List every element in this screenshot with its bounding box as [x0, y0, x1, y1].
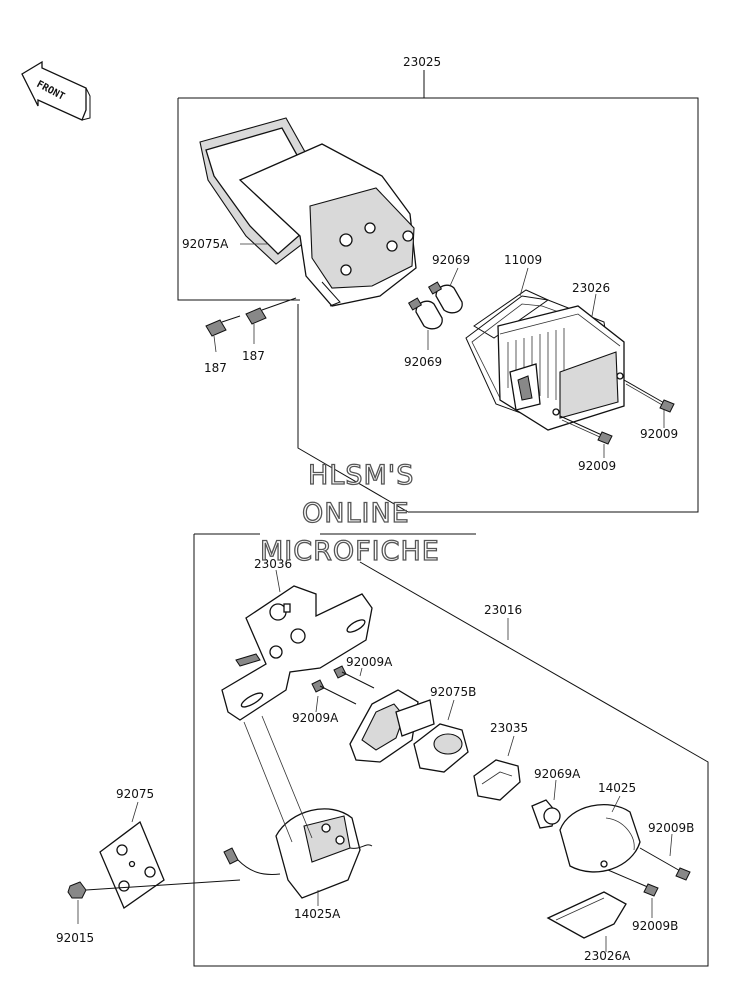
label-23026: 23026 — [572, 281, 610, 295]
clip-23035: 23035 — [473, 721, 528, 801]
label-92009B-lower: 92009B — [632, 919, 678, 933]
watermark-line3: MICROFICHE — [260, 536, 440, 567]
lens-23026: 23026 — [497, 281, 625, 431]
label-23036: 23036 — [254, 557, 292, 571]
bulb-92069-lower: 92069 — [404, 297, 443, 369]
upper-assembly-number: 23025 — [403, 55, 441, 69]
screw-92009A-lower: 92009A — [292, 679, 357, 725]
upper-assembly-box: 23025 — [177, 55, 699, 513]
screw-92009B-lower: 92009B — [607, 869, 678, 933]
socket-92075B: 92075B — [413, 685, 476, 773]
bracket-23036: 23036 — [221, 557, 373, 721]
label-92009-right: 92009 — [640, 427, 678, 441]
socket-base — [349, 689, 435, 763]
lens-14025: 14025 — [559, 781, 641, 873]
housing-14025A: 14025A — [223, 808, 373, 921]
label-14025: 14025 — [598, 781, 636, 795]
watermark-line1: HLSM'S — [308, 460, 414, 491]
label-92009A-upper: 92009A — [346, 655, 393, 669]
label-187-left: 187 — [204, 361, 227, 375]
label-92009-lower: 92009 — [578, 459, 616, 473]
label-92009A-lower: 92009A — [292, 711, 339, 725]
screw-187-right: 187 — [242, 297, 297, 363]
screw-92009A-upper: 92009A — [333, 655, 393, 689]
label-92075: 92075 — [116, 787, 154, 801]
label-92009B-upper: 92009B — [648, 821, 694, 835]
label-92015: 92015 — [56, 931, 94, 945]
label-92075A: 92075A — [182, 237, 229, 251]
watermark-line2: ONLINE — [302, 498, 410, 529]
watermark: HLSM'S ONLINE MICROFICHE — [259, 459, 440, 567]
bulb-92069-upper: 92069 — [427, 253, 470, 314]
label-92075B: 92075B — [430, 685, 476, 699]
screw-92009B-upper: 92009B — [639, 821, 694, 881]
screw-187-left: 187 — [204, 315, 241, 375]
lower-assembly-number: 23016 — [484, 603, 522, 617]
front-arrow-icon: FRONT — [21, 60, 91, 121]
cover-23026A: 23026A — [546, 891, 631, 963]
label-92069-upper: 92069 — [432, 253, 470, 267]
nut-92015: 92015 — [56, 879, 241, 945]
label-92069-lower: 92069 — [404, 355, 442, 369]
guide-line — [261, 715, 313, 839]
label-187-right: 187 — [242, 349, 265, 363]
label-14025A: 14025A — [294, 907, 341, 921]
screw-92009-right: 92009 — [623, 379, 678, 441]
label-92069A: 92069A — [534, 767, 581, 781]
guide-line — [243, 721, 293, 843]
screw-92009-lower: 92009 — [559, 415, 616, 473]
lower-assembly-box: 23016 — [193, 533, 709, 967]
tail-light-housing: 92075A — [182, 117, 417, 307]
label-23035: 23035 — [490, 721, 528, 735]
label-23026A: 23026A — [584, 949, 631, 963]
plate-92075: 92075 — [99, 787, 165, 909]
bulb-92069A: 92069A — [531, 767, 581, 829]
label-11009: 11009 — [504, 253, 542, 267]
